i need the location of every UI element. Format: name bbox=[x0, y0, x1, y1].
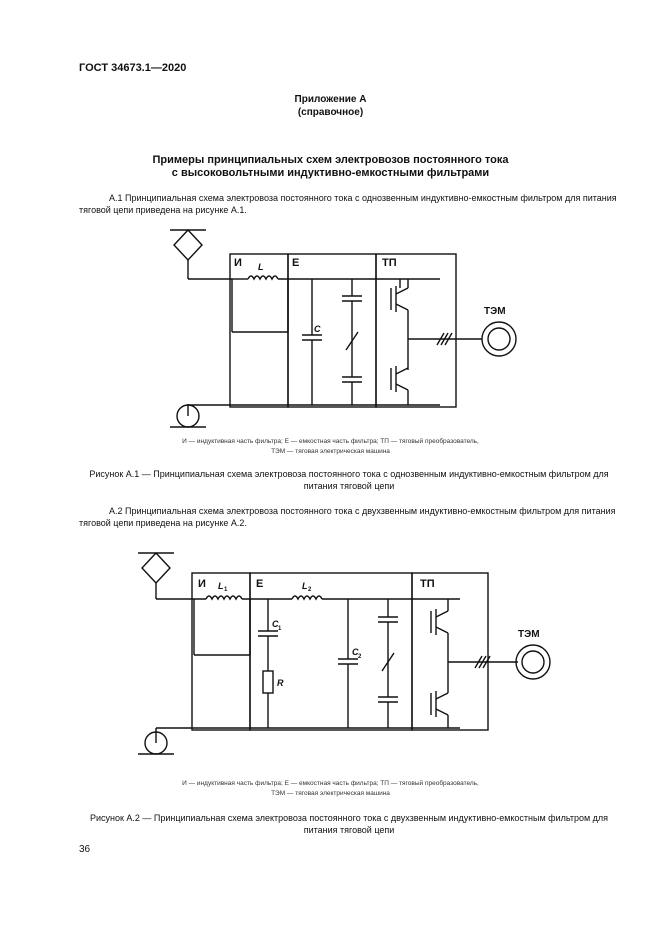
label-tp: ТП bbox=[382, 257, 397, 269]
figure-a1-legend-line2: ТЭМ — тяговая электрическая машина bbox=[271, 448, 390, 455]
appendix-subtitle: (справочное) bbox=[297, 107, 364, 118]
page-number: 36 bbox=[79, 844, 91, 855]
ground-symbol bbox=[138, 728, 174, 755]
label-l1-sub: 1 bbox=[224, 587, 228, 593]
section-title-line1: Примеры принципиальных схем электровозов… bbox=[152, 154, 509, 166]
capacitor-c1-symbol bbox=[258, 599, 278, 671]
appendix-heading: Приложение А (справочное) bbox=[0, 93, 661, 119]
label-l1: L bbox=[218, 581, 224, 591]
label-c2: C bbox=[352, 647, 359, 657]
standard-header: ГОСТ 34673.1—2020 bbox=[79, 62, 187, 74]
capacitor-chain-symbol bbox=[378, 599, 398, 728]
block-e-frame bbox=[287, 253, 377, 408]
figure-a1-diagram: И Е ТП L C ТЭМ bbox=[170, 228, 517, 428]
figure-a2-caption: Рисунок А.2 — Принципиальная схема элект… bbox=[89, 813, 609, 835]
figure-a2-legend: И — индуктивная часть фильтра; Е — емкос… bbox=[0, 779, 661, 799]
inductor-l2-symbol bbox=[291, 595, 323, 601]
label-c: C bbox=[314, 324, 321, 334]
section-title-line2: с высоковольтными индуктивно-емкостными … bbox=[171, 167, 490, 179]
block-tp-frame bbox=[375, 253, 457, 408]
traction-motor-symbol bbox=[515, 644, 551, 680]
appendix-title: Приложение А bbox=[294, 94, 367, 105]
paragraph-a1: А.1 Принципиальная схема электровоза пос… bbox=[79, 193, 617, 215]
pantograph-symbol bbox=[170, 228, 206, 279]
figure-a1-caption: Рисунок А.1 — Принципиальная схема элект… bbox=[89, 469, 609, 491]
igbt-upper-symbol bbox=[390, 279, 409, 370]
label-tp: ТП bbox=[420, 578, 435, 590]
igbt-upper-symbol bbox=[430, 599, 449, 693]
label-e: Е bbox=[292, 257, 299, 269]
label-e: Е bbox=[256, 578, 263, 590]
capacitor-c-symbol bbox=[302, 279, 322, 405]
capacitor-chain-symbol bbox=[342, 279, 362, 405]
label-i: И bbox=[234, 257, 242, 269]
traction-motor-symbol bbox=[481, 321, 517, 357]
label-tem: ТЭМ bbox=[518, 629, 540, 640]
igbt-lower-symbol bbox=[390, 366, 409, 405]
label-c1: C bbox=[272, 619, 279, 629]
figure-a2-legend-line1: И — индуктивная часть фильтра; Е — емкос… bbox=[182, 780, 479, 787]
label-l2-sub: 2 bbox=[308, 587, 312, 593]
block-tp-frame bbox=[411, 572, 489, 731]
resistor-r-symbol bbox=[262, 670, 274, 728]
label-r: R bbox=[277, 678, 284, 688]
label-i: И bbox=[198, 578, 206, 590]
paragraph-a2: А.2 Принципиальная схема электровоза пос… bbox=[79, 506, 616, 528]
label-c2-sub: 2 bbox=[358, 654, 362, 660]
label-c1-sub: 1 bbox=[278, 626, 282, 632]
igbt-lower-symbol bbox=[430, 691, 449, 728]
figure-a1-legend-line1: И — индуктивная часть фильтра; Е — емкос… bbox=[182, 438, 479, 445]
figure-a2-diagram: И Е ТП L 1 L 2 C 1 C 2 R ТЭМ bbox=[138, 551, 551, 755]
label-l: L bbox=[258, 262, 264, 272]
figure-a1-legend: И — индуктивная часть фильтра; Е — емкос… bbox=[0, 437, 661, 457]
inductor-l-symbol bbox=[247, 275, 279, 281]
label-tem: ТЭМ bbox=[484, 306, 506, 317]
pantograph-symbol bbox=[138, 551, 174, 599]
figure-a2-legend-line2: ТЭМ — тяговая электрическая машина bbox=[271, 790, 390, 797]
ground-symbol bbox=[170, 404, 206, 428]
inductor-l1-symbol bbox=[205, 595, 243, 601]
capacitor-c2-symbol bbox=[338, 599, 358, 728]
section-title: Примеры принципиальных схем электровозов… bbox=[0, 154, 661, 180]
label-l2: L bbox=[302, 581, 308, 591]
